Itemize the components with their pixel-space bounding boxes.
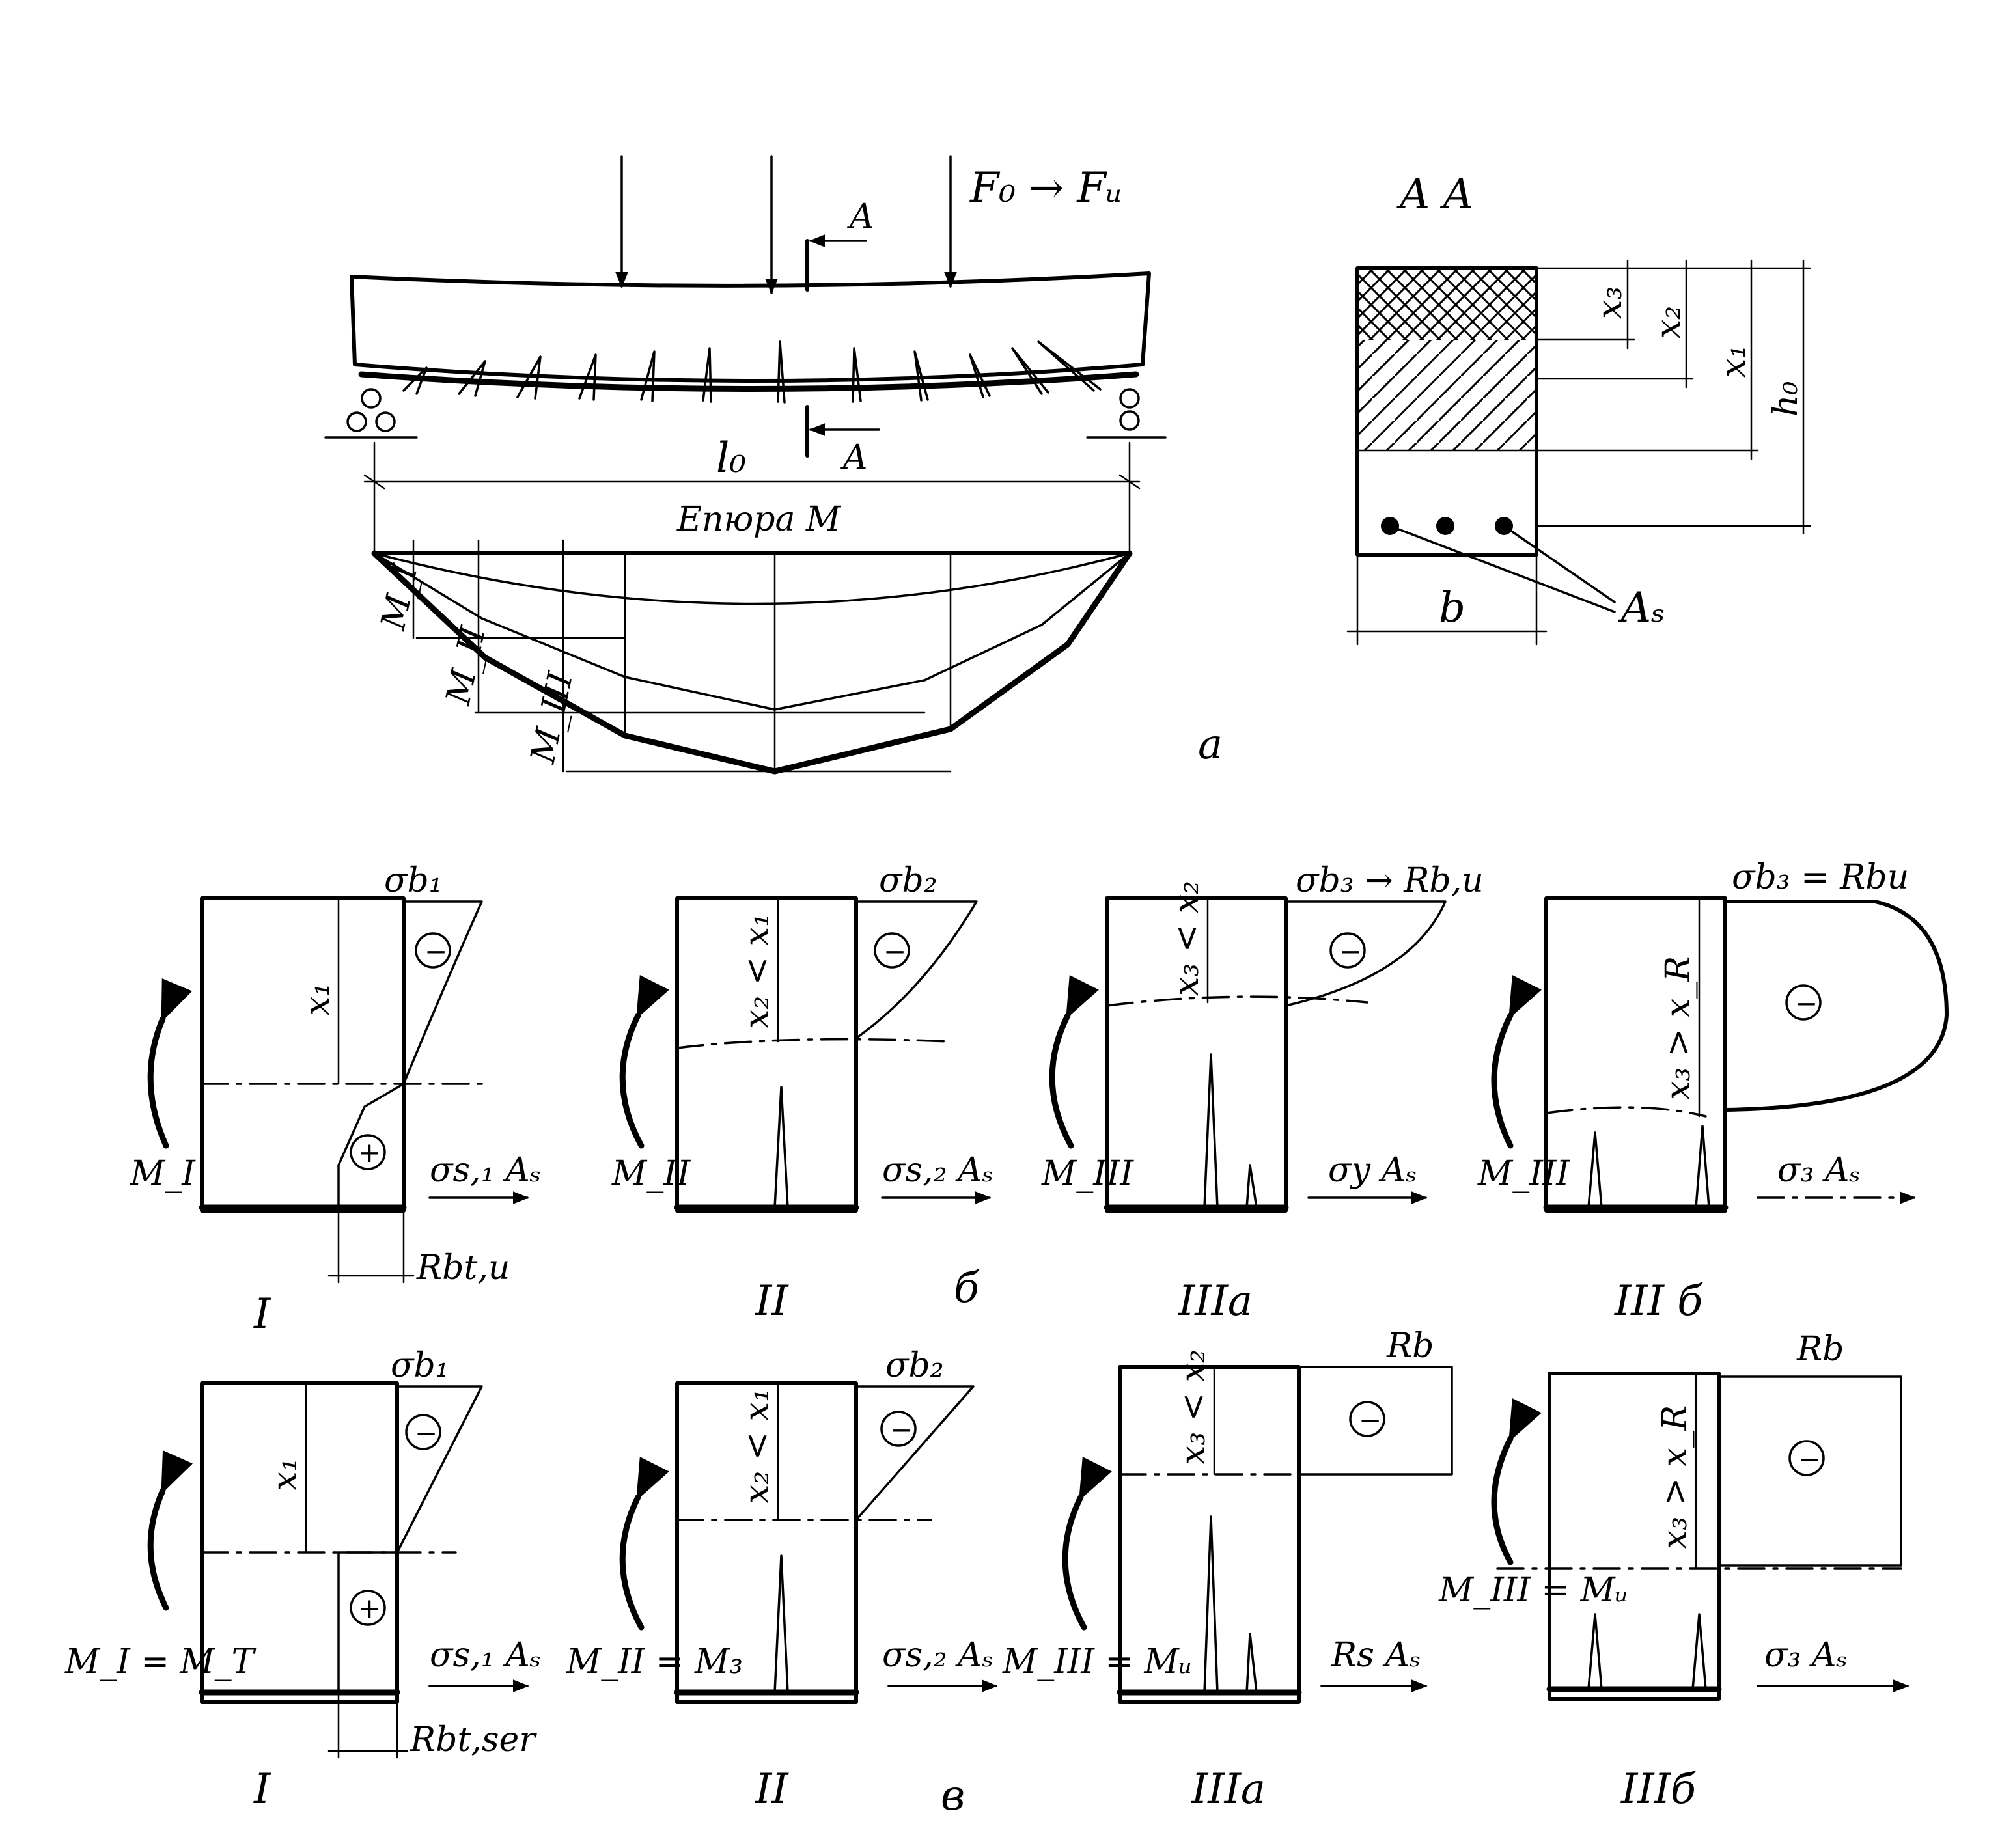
svg-text:x₂ < x₁: x₂ < x₁ — [738, 1388, 777, 1504]
svg-text:σs,₂ Aₛ: σs,₂ Aₛ — [882, 1636, 993, 1675]
beam-cracks — [402, 340, 1102, 404]
svg-text:M_I = M_T: M_I = M_T — [64, 1642, 257, 1681]
svg-text:x₃ > x_R: x₃ > x_R — [1656, 1405, 1695, 1549]
svg-text:σb₂: σb₂ — [879, 861, 938, 900]
svg-text:x₁: x₁ — [266, 1458, 305, 1491]
svg-text:M_III: M_III — [1477, 1154, 1570, 1193]
svg-text:Rs Aₛ: Rs Aₛ — [1331, 1636, 1421, 1675]
stage-b-3: − σb₃ → Rb,u x₃ < x₂ M_III σy Aₛ IIIа — [1041, 861, 1484, 1325]
dim-x1: x₁ — [1714, 345, 1753, 378]
stage-v-2: − σb₂ x₂ < x₁ M_II = M₃ σs,₂ Aₛ II — [566, 1346, 998, 1814]
load-arrows — [615, 155, 957, 295]
svg-text:M_II: M_II — [611, 1154, 691, 1193]
svg-text:Rb: Rb — [1796, 1330, 1844, 1369]
zone-x3 — [1357, 268, 1536, 340]
moment-label-2: M_II — [439, 622, 493, 709]
svg-text:σb₃ → Rb,u: σb₃ → Rb,u — [1296, 861, 1484, 900]
stage-b-2: − σb₂ x₂ < x₁ M_II σs,₂ Aₛ II — [611, 861, 993, 1325]
svg-text:σb₂: σb₂ — [885, 1346, 944, 1385]
beam-body — [350, 271, 1151, 383]
svg-text:σs,₁ Aₛ: σs,₁ Aₛ — [430, 1636, 541, 1675]
section-dim-lines — [1626, 259, 1805, 535]
rebar-label: Aₛ — [1618, 584, 1665, 632]
svg-text:−: − — [890, 1414, 913, 1446]
svg-text:x₃ < x₂: x₃ < x₂ — [1174, 1349, 1213, 1465]
left-support — [324, 388, 418, 439]
span-label: l₀ — [716, 434, 746, 482]
svg-text:σy Aₛ: σy Aₛ — [1328, 1151, 1417, 1190]
svg-text:σs,₁ Aₛ: σs,₁ Aₛ — [430, 1151, 541, 1190]
svg-text:IIIб: IIIб — [1620, 1765, 1697, 1814]
svg-text:+: + — [358, 1592, 381, 1624]
svg-text:IIIа: IIIа — [1191, 1765, 1266, 1814]
moment-label-1: M_I — [374, 560, 426, 633]
beam-rebar — [358, 371, 1139, 392]
svg-text:−: − — [1798, 1443, 1821, 1475]
zone-x2 — [1357, 340, 1536, 379]
svg-text:III б: III б — [1614, 1277, 1703, 1325]
svg-text:+: + — [358, 1137, 381, 1168]
svg-text:σb₁: σb₁ — [391, 1346, 449, 1385]
dim-x3: x₃ — [1590, 286, 1630, 319]
svg-text:II: II — [755, 1765, 789, 1814]
row-v-label: в — [941, 1772, 965, 1820]
svg-text:Rb: Rb — [1386, 1327, 1434, 1366]
load-label: F₀ → Fᵤ — [969, 164, 1122, 212]
dim-x2: x₂ — [1649, 306, 1688, 338]
svg-text:x₃ < x₂: x₃ < x₂ — [1167, 881, 1206, 996]
svg-text:σs,₂ Aₛ: σs,₂ Aₛ — [882, 1151, 993, 1190]
section-levels — [1356, 267, 1811, 527]
svg-text:IIIа: IIIа — [1178, 1277, 1253, 1325]
stage-v-3: − Rb x₃ < x₂ M_III = Mᵤ Rs Aₛ IIIа — [1002, 1327, 1453, 1814]
svg-text:−: − — [883, 935, 906, 967]
svg-text:M_III = Mᵤ: M_III = Mᵤ — [1002, 1642, 1192, 1681]
dim-h0: h₀ — [1766, 381, 1805, 417]
beam-view: F₀ → Fᵤ A A l₀ Епюра M — [324, 155, 1167, 775]
moment-diagram-title: Епюра M — [676, 500, 842, 539]
svg-text:Rbt,ser: Rbt,ser — [410, 1720, 537, 1759]
span-dimension — [363, 441, 1141, 555]
stage-v-1: − + σb₁ x₁ M_I = M_T σs,₁ Aₛ Rbt,ser I — [64, 1346, 541, 1814]
svg-text:II: II — [755, 1277, 789, 1325]
width-label: b — [1439, 584, 1465, 632]
section-mark-bottom: A — [840, 438, 868, 477]
svg-text:I: I — [253, 1765, 271, 1814]
moment-curve-1 — [373, 552, 1131, 605]
moment-diagram — [371, 539, 1133, 775]
svg-text:M_III = Mᵤ: M_III = Mᵤ — [1438, 1571, 1628, 1610]
right-support — [1086, 388, 1167, 439]
svg-text:σ₃ Aₛ: σ₃ Aₛ — [1777, 1151, 1861, 1190]
svg-text:−: − — [424, 935, 447, 967]
row-b-label: б — [954, 1264, 980, 1312]
svg-text:σ₃ Aₛ: σ₃ Aₛ — [1764, 1636, 1848, 1675]
section-outline — [1355, 266, 1538, 557]
svg-text:−: − — [1359, 1404, 1382, 1436]
svg-text:M_III: M_III — [1041, 1154, 1134, 1193]
svg-text:σb₁: σb₁ — [384, 861, 443, 900]
part-a-label: а — [1198, 721, 1223, 769]
svg-text:−: − — [1339, 935, 1362, 967]
svg-text:M_II = M₃: M_II = M₃ — [566, 1642, 743, 1681]
section-title: A A — [1396, 171, 1473, 219]
svg-text:Rbt,u: Rbt,u — [416, 1248, 510, 1288]
rebar-dots — [1381, 517, 1616, 613]
zone-x1 — [1357, 379, 1536, 450]
svg-text:x₁: x₁ — [298, 983, 337, 1015]
stage-b-1: − + σb₁ x₁ M_I σs,₁ Aₛ Rbt,u I — [130, 861, 541, 1338]
svg-text:x₃ > x_R: x₃ > x_R — [1659, 956, 1698, 1100]
section-view: A A x₃ x₂ x₁ h₀ Aₛ — [1346, 171, 1811, 646]
width-dimension — [1346, 553, 1548, 646]
svg-text:−: − — [415, 1417, 438, 1449]
stage-b-4: − σb₃ = Rbu x₃ > x_R M_III σ₃ Aₛ III б — [1477, 858, 1949, 1325]
section-mark-top: A — [847, 197, 874, 236]
stage-v-4: − Rb x₃ > x_R M_III = Mᵤ σ₃ Aₛ IIIб — [1438, 1330, 1910, 1814]
svg-text:σb₃ = Rbu: σb₃ = Rbu — [1732, 858, 1909, 897]
moment-curve-3 — [371, 550, 1133, 775]
svg-text:M_I: M_I — [130, 1154, 196, 1193]
svg-text:I: I — [253, 1290, 271, 1338]
svg-text:x₂ < x₁: x₂ < x₁ — [738, 913, 777, 1028]
svg-text:−: − — [1795, 987, 1818, 1019]
